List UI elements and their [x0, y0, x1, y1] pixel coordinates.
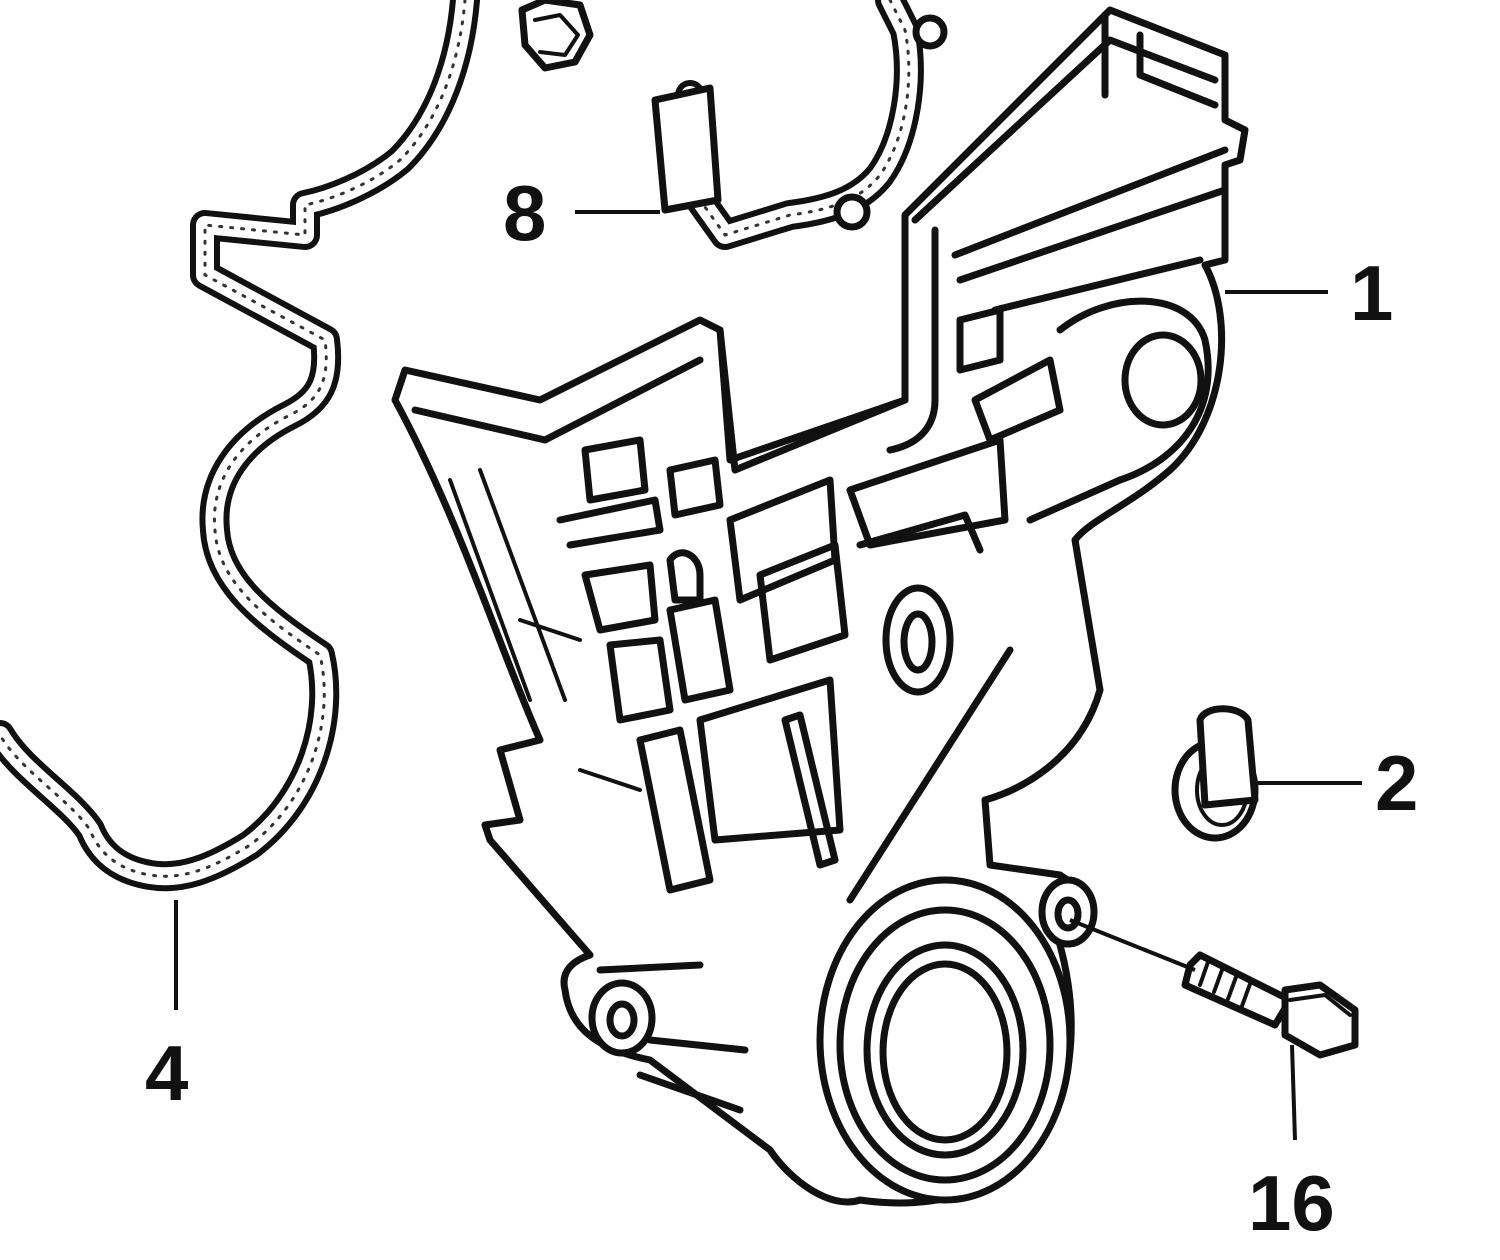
part-16-bolt[interactable] — [1181, 951, 1359, 1059]
part-2-grommet[interactable] — [1171, 705, 1259, 842]
nut-icon — [518, 0, 594, 72]
part-8-gasket[interactable] — [651, 0, 948, 250]
leader-lines — [174, 210, 1362, 1141]
part-1-cover[interactable] — [391, 6, 1249, 1207]
callout-1: 1 — [1350, 249, 1393, 337]
callout-2: 2 — [1375, 739, 1418, 827]
callout-8: 8 — [503, 169, 546, 257]
callout-4: 4 — [145, 1029, 188, 1117]
callout-16: 16 — [1248, 1159, 1335, 1247]
callouts: 8 1 2 4 16 — [145, 169, 1418, 1247]
leader-16-a — [1069, 918, 1196, 972]
leader-16-b — [1290, 1044, 1297, 1141]
part-4-gasket[interactable] — [0, 0, 480, 892]
